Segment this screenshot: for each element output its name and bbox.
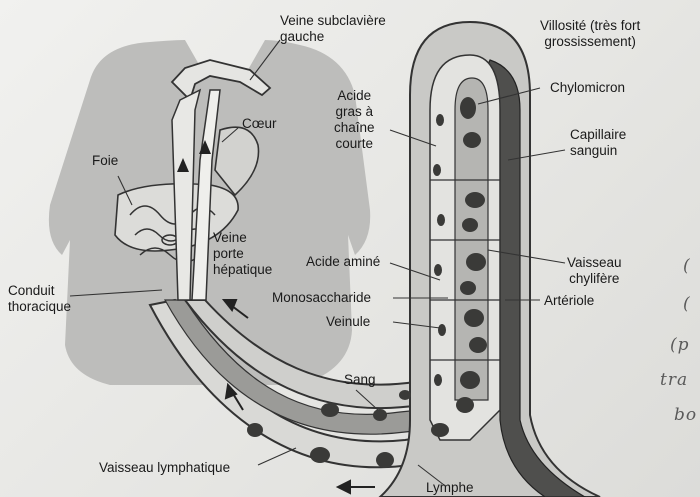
handwriting-line4: tra	[660, 370, 688, 390]
label-vaisseau-chylifere: Vaisseauchylifère	[567, 255, 622, 287]
label-conduit-thoracique: Conduitthoracique	[8, 283, 71, 315]
label-acide-gras: Acidegras àchaînecourte	[334, 88, 375, 152]
label-vaisseau-lymphatique: Vaisseau lymphatique	[99, 460, 230, 476]
label-veine-porte: Veineportehépatique	[213, 230, 272, 278]
label-villosite: Villosité (très fortgrossissement)	[540, 18, 640, 50]
label-lymphe: Lymphe	[426, 480, 474, 496]
label-veine-subclaviere: Veine subclavièregauche	[280, 13, 386, 45]
label-acide-amine: Acide aminé	[306, 254, 380, 270]
label-capillaire: Capillairesanguin	[570, 127, 626, 159]
handwriting-line3: (p	[670, 335, 690, 355]
handwriting-line2: (	[683, 294, 691, 314]
villus-lacteal	[455, 78, 488, 400]
label-arteriole: Artériole	[544, 293, 594, 309]
handwriting-line1: (	[683, 256, 691, 276]
handwriting-line5: bo	[674, 405, 697, 425]
label-monosaccharide: Monosaccharide	[272, 290, 371, 306]
label-chylomicron: Chylomicron	[550, 80, 625, 96]
label-veinule: Veinule	[326, 314, 370, 330]
label-foie: Foie	[92, 153, 118, 169]
label-coeur: Cœur	[242, 116, 277, 132]
label-sang: Sang	[344, 372, 376, 388]
